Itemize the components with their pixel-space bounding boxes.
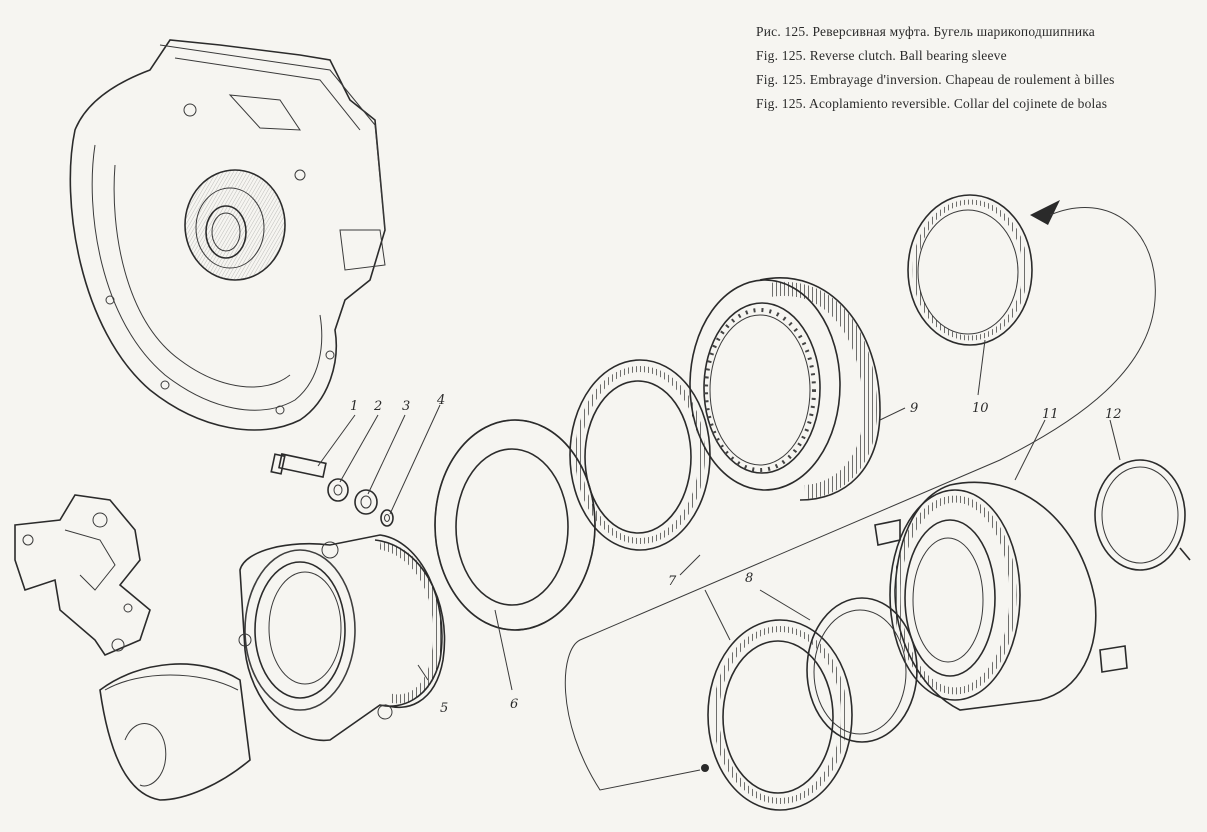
thrust-ring-7-upper <box>569 359 711 551</box>
ball-bearing-9 <box>689 277 881 501</box>
callout-9: 9 <box>910 401 918 416</box>
figure-captions: Рис. 125. Реверсивная муфта. Бугель шари… <box>756 20 1115 116</box>
bolt-1 <box>270 453 327 478</box>
thrust-ring-7-lower <box>701 619 853 811</box>
snap-ring-8 <box>806 597 918 743</box>
mounting-bracket <box>14 494 151 656</box>
callout-10: 10 <box>972 401 989 416</box>
callout-5: 5 <box>440 701 448 716</box>
caption-french: Fig. 125. Embrayage d'inversion. Chapeau… <box>756 72 1115 87</box>
washer-3 <box>354 489 378 515</box>
callout-4: 4 <box>436 393 445 408</box>
callout-2: 2 <box>373 399 382 414</box>
caption-english: Fig. 125. Reverse clutch. Ball bearing s… <box>756 48 1007 63</box>
callout-8: 8 <box>745 571 753 586</box>
caption-russian: Рис. 125. Реверсивная муфта. Бугель шари… <box>756 24 1096 39</box>
callout-11: 11 <box>1042 407 1059 422</box>
callout-1: 1 <box>350 399 358 414</box>
washer-2 <box>327 478 349 502</box>
clutch-drum-11 <box>874 481 1128 711</box>
transmission-housing <box>69 39 386 431</box>
nut-4 <box>380 509 394 527</box>
callout-12: 12 <box>1105 407 1122 422</box>
callout-numbers: 1 2 3 4 5 6 7 8 9 10 11 12 <box>350 393 1122 716</box>
snap-ring-12 <box>1094 459 1191 571</box>
felt-seal-strip <box>99 663 251 801</box>
callout-6: 6 <box>510 697 518 712</box>
bearing-sleeve-5 <box>238 534 446 742</box>
seal-ring-6 <box>434 419 596 631</box>
callout-7: 7 <box>668 574 677 589</box>
callout-3: 3 <box>402 399 410 414</box>
callout-leaders <box>317 339 1121 691</box>
snap-ring-10 <box>564 194 1156 791</box>
housing-bore <box>184 169 286 281</box>
caption-spanish: Fig. 125. Acoplamiento reversible. Colla… <box>756 96 1108 111</box>
